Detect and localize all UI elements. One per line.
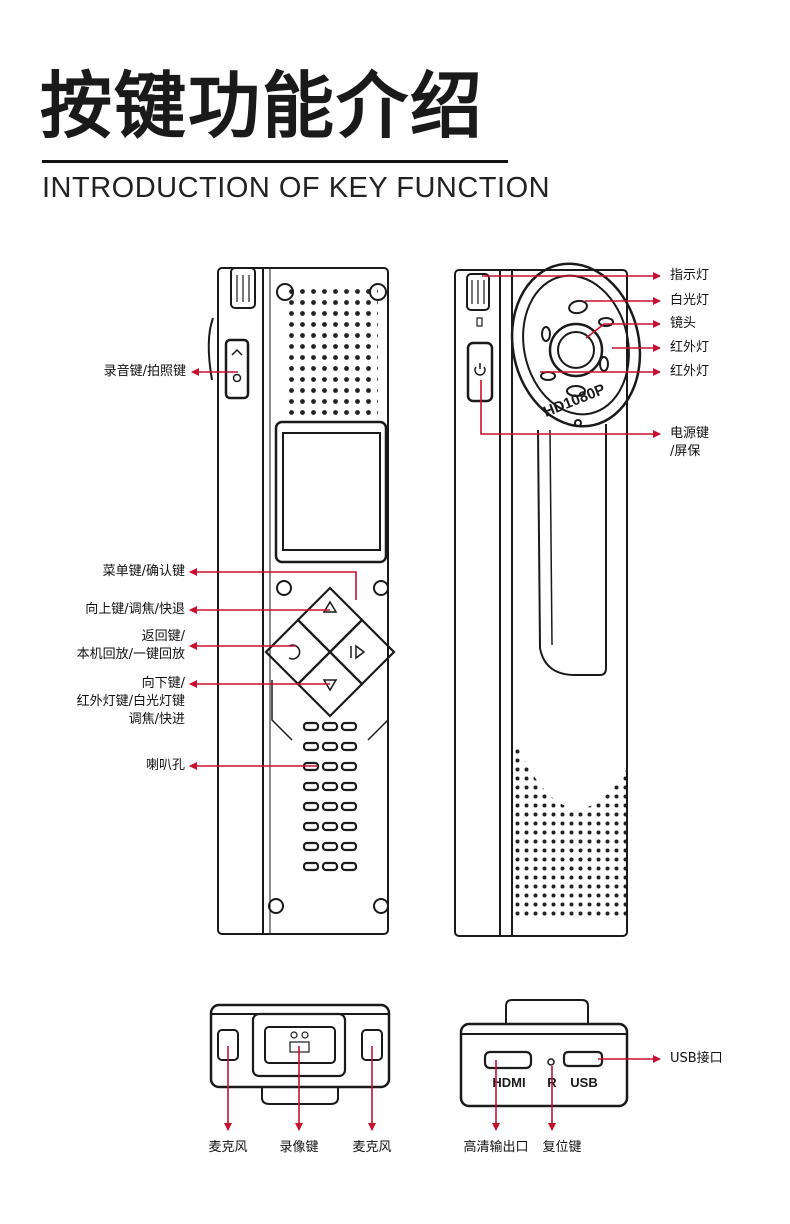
label-speaker: 喇叭孔 bbox=[145, 758, 185, 773]
bottom-view-left bbox=[209, 1003, 391, 1105]
label-reset-key: 复位键 bbox=[542, 1140, 582, 1155]
label-ir-light-1: 红外灯 bbox=[670, 340, 710, 355]
label-menu-key: 菜单键/确认键 bbox=[102, 564, 185, 579]
speaker-slots bbox=[302, 721, 358, 872]
label-down-key-line2: 红外灯键/白光灯键 bbox=[76, 694, 185, 709]
lens-assembly bbox=[510, 262, 642, 428]
label-hdmi-out: 高清输出口 bbox=[463, 1140, 529, 1155]
page-title: 按键功能介绍 bbox=[40, 64, 485, 148]
label-white-light: 白光灯 bbox=[670, 293, 710, 308]
page-subtitle: INTRODUCTION OF KEY FUNCTION bbox=[42, 172, 551, 204]
label-lens: 镜头 bbox=[670, 316, 697, 331]
label-video-key: 录像键 bbox=[279, 1140, 319, 1155]
side-view bbox=[454, 262, 642, 937]
label-back-key-line2: 本机回放/一键回放 bbox=[76, 647, 185, 662]
label-up-key: 向上键/调焦/快退 bbox=[85, 602, 185, 617]
hdmi-port-text: HDMI bbox=[492, 1075, 525, 1090]
label-back-key-line1: 返回键/ bbox=[141, 629, 185, 644]
bottom-view-right bbox=[459, 999, 629, 1108]
callout-lines bbox=[189, 272, 661, 1131]
label-down-key: 向下键/ 红外灯键/白光灯键 调焦/快进 bbox=[77, 675, 185, 729]
label-indicator: 指示灯 bbox=[670, 268, 710, 283]
usb-port-text: USB bbox=[570, 1075, 597, 1090]
label-power-key-line2: /屏保 bbox=[670, 444, 701, 459]
label-usb-port: USB接口 bbox=[670, 1051, 723, 1066]
label-mic-right: 麦克风 bbox=[352, 1140, 392, 1155]
label-power-key: 电源键 /屏保 bbox=[670, 425, 709, 461]
label-ir-light-2: 红外灯 bbox=[670, 364, 710, 379]
label-back-key: 返回键/ 本机回放/一键回放 bbox=[77, 628, 185, 664]
label-down-key-line3: 调焦/快进 bbox=[128, 712, 185, 727]
label-mic-left: 麦克风 bbox=[208, 1140, 248, 1155]
title-divider bbox=[42, 160, 508, 163]
label-down-key-line1: 向下键/ bbox=[141, 676, 185, 691]
label-record-photo-key: 录音键/拍照键 bbox=[103, 364, 186, 379]
front-view bbox=[207, 267, 396, 935]
label-power-key-line1: 电源键 bbox=[670, 426, 710, 441]
